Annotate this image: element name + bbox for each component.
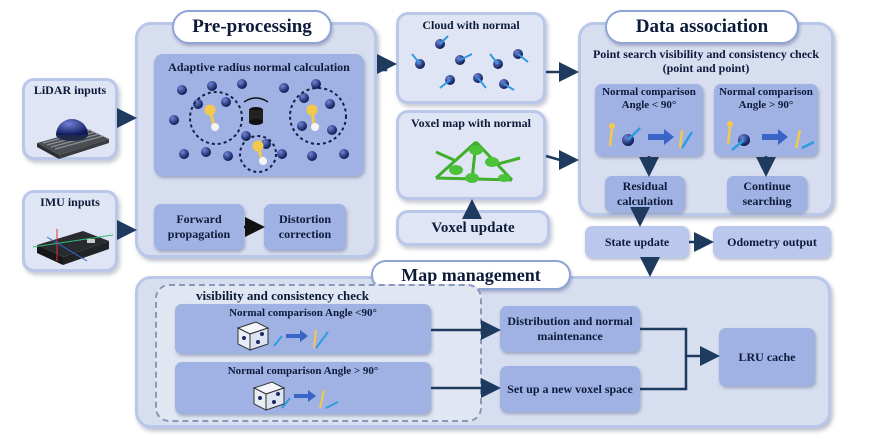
distortion-correction-box: Distortion correction xyxy=(264,204,346,250)
lru-cache-box: LRU cache xyxy=(719,328,815,386)
imu-input-label: IMU inputs xyxy=(40,195,100,209)
angle-greater-90-box: Normal comparison Angle > 90° xyxy=(714,84,818,156)
point-search-check-label: Point search visibility and consistency … xyxy=(592,47,820,75)
voxel-map-label: Voxel map with normal xyxy=(411,116,531,130)
angle-less-90-illustration xyxy=(608,123,694,149)
forward-propagation-box: Forward propagation xyxy=(154,204,244,250)
lidar-sensor-icon xyxy=(37,119,109,159)
angle-greater-90-illustration xyxy=(726,121,815,151)
state-update-box: State update xyxy=(585,226,689,258)
distribution-maintenance-box: Distribution and normal maintenance xyxy=(500,306,640,352)
normal-calculation-illustration xyxy=(169,79,349,173)
map-angle-greater-90-illustration xyxy=(252,381,339,411)
odometry-output-box: Odometry output xyxy=(713,226,831,258)
residual-calculation-box: Residual calculation xyxy=(605,176,685,212)
cloud-with-normal-label: Cloud with normal xyxy=(422,18,520,32)
lidar-input-panel: LiDAR inputs xyxy=(22,78,118,160)
cloud-normals-illustration xyxy=(411,35,529,91)
imu-sensor-icon xyxy=(32,229,114,265)
voxel-update-label: Voxel update xyxy=(431,219,515,236)
arrow-voxelmap-to-association xyxy=(545,150,579,170)
continue-searching-box: Continue searching xyxy=(727,176,807,212)
map-angle-greater-90-box: Normal comparison Angle > 90° xyxy=(175,362,431,414)
data-association-title: Data association xyxy=(605,10,799,44)
new-voxel-space-box: Set up a new voxel space xyxy=(500,366,640,412)
map-angle-less-90-box: Normal comparison Angle <90° xyxy=(175,304,431,354)
voxel-map-panel: Voxel map with normal xyxy=(396,110,546,200)
adaptive-radius-label: Adaptive radius normal calculation xyxy=(168,60,350,74)
visibility-check-label: visibility and consistency check xyxy=(196,288,369,303)
map-angle-less-90-illustration xyxy=(236,321,329,351)
voxel-update-panel: Voxel update xyxy=(396,210,550,246)
lidar-input-label: LiDAR inputs xyxy=(33,83,107,97)
preprocessing-title: Pre-processing xyxy=(172,10,332,44)
database-icon xyxy=(243,97,269,125)
arrow-preprocessing-to-cloud xyxy=(377,54,397,74)
voxel-map-illustration xyxy=(434,140,521,183)
imu-input-panel: IMU inputs xyxy=(22,190,118,272)
